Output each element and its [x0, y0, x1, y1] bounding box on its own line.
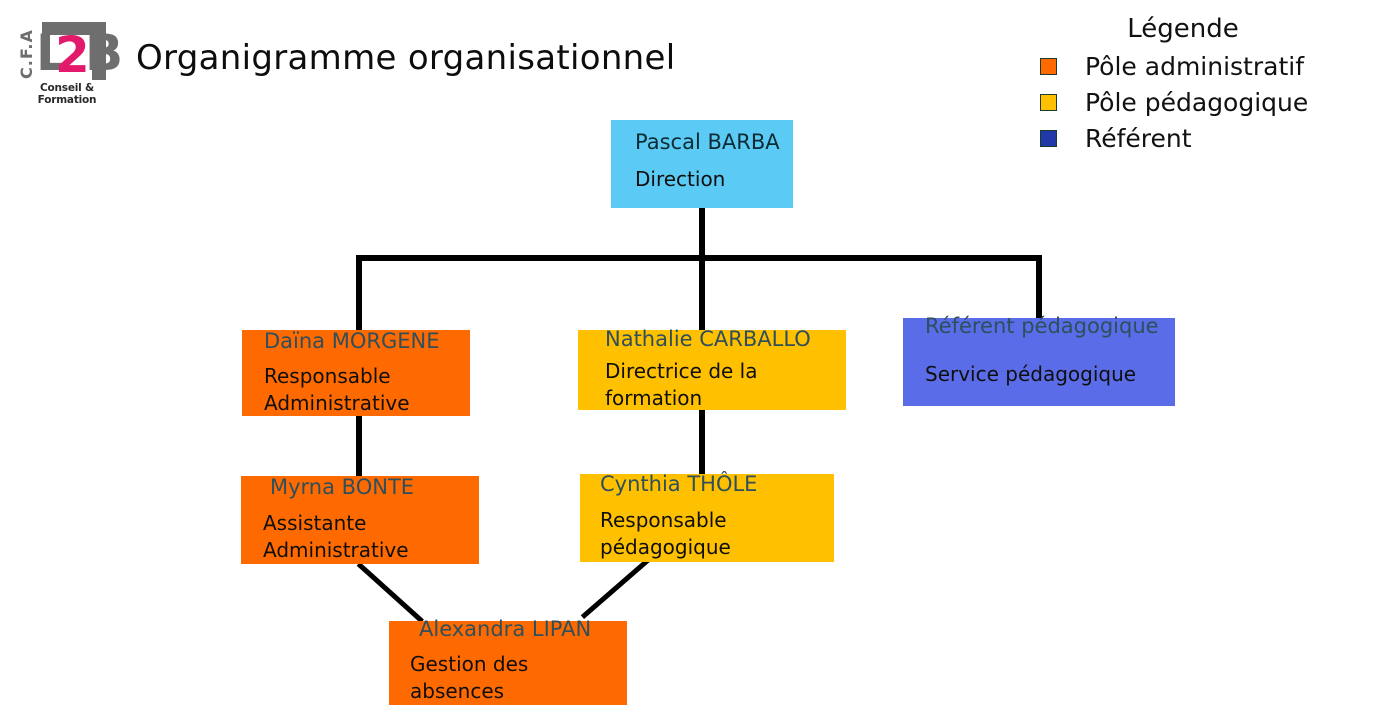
org-node-role: Service pédagogique	[925, 362, 1137, 386]
page-title: Organigramme organisationnel	[136, 38, 676, 78]
org-node-name: Daïna MORGENE	[264, 329, 440, 353]
connector-direction-stem	[699, 205, 705, 333]
logo-grey-right-bar	[92, 22, 106, 80]
cfa-l2b-logo: C.F.A L 2 B Conseil & Formation	[14, 22, 124, 106]
org-node-carballo[interactable]: Nathalie CARBALLO Directrice de la forma…	[578, 327, 846, 410]
connector-morgene-to-bonte	[356, 414, 362, 478]
connector-bus-to-morgene	[356, 255, 362, 333]
org-node-role: Assistante Administrative	[263, 511, 409, 562]
org-node-role: Responsable Administrative	[264, 364, 410, 415]
connector-bus-to-referent	[1036, 255, 1042, 323]
logo-tagline: Conseil & Formation	[37, 82, 97, 106]
org-node-role: Direction	[635, 167, 726, 191]
legend-label-pedagogique: Pôle pédagogique	[1085, 87, 1309, 117]
legend-title: Légende	[1127, 14, 1239, 44]
legend: Légende Pôle administratif Pôle pédagogi…	[1040, 14, 1370, 156]
connector-horizontal-bus	[356, 255, 1042, 261]
org-node-thole[interactable]: Cynthia THÔLE Responsable pédagogique	[580, 472, 834, 562]
org-node-name: Myrna BONTE	[270, 475, 415, 499]
legend-swatch-icon-referent	[1040, 129, 1057, 147]
logo-letter-b: B	[85, 24, 124, 82]
org-node-name: Cynthia THÔLE	[600, 472, 758, 496]
org-node-name: Alexandra LIPAN	[419, 617, 592, 641]
connector-carballo-to-thole	[699, 408, 705, 476]
legend-label-administratif: Pôle administratif	[1085, 51, 1305, 81]
legend-item-referent: Référent	[1040, 120, 1370, 156]
logo-letter-l: L	[36, 24, 68, 82]
org-node-role: Responsable pédagogique	[600, 508, 731, 559]
org-node-name: Pascal BARBA	[635, 130, 780, 154]
legend-swatch-icon-administratif	[1040, 57, 1057, 75]
org-node-name: Référent pédagogique	[925, 314, 1159, 338]
org-node-name: Nathalie CARBALLO	[605, 327, 811, 351]
legend-label-referent: Référent	[1085, 123, 1192, 153]
logo-grey-top-bar	[42, 22, 104, 35]
legend-item-pedagogique: Pôle pédagogique	[1040, 84, 1370, 120]
legend-item-administratif: Pôle administratif	[1040, 48, 1370, 84]
connector-thole-to-lipan	[580, 556, 652, 620]
org-node-lipan[interactable]: Alexandra LIPAN Gestion des absences	[389, 617, 627, 705]
org-node-morgene[interactable]: Daïna MORGENE Responsable Administrative	[242, 329, 470, 416]
logo-digit-2: 2	[55, 26, 90, 84]
org-node-direction[interactable]: Pascal BARBA Direction	[611, 120, 793, 208]
org-node-role: Directrice de la formation	[605, 359, 758, 410]
connector-bonte-to-lipan	[356, 562, 424, 624]
org-node-bonte[interactable]: Myrna BONTE Assistante Administrative	[241, 475, 479, 564]
legend-swatch-icon-pedagogique	[1040, 93, 1057, 111]
org-node-role: Gestion des absences	[410, 652, 529, 703]
org-node-referent[interactable]: Référent pédagogique Service pédagogique	[903, 314, 1175, 406]
logo-cfa-text: C.F.A	[17, 29, 36, 79]
